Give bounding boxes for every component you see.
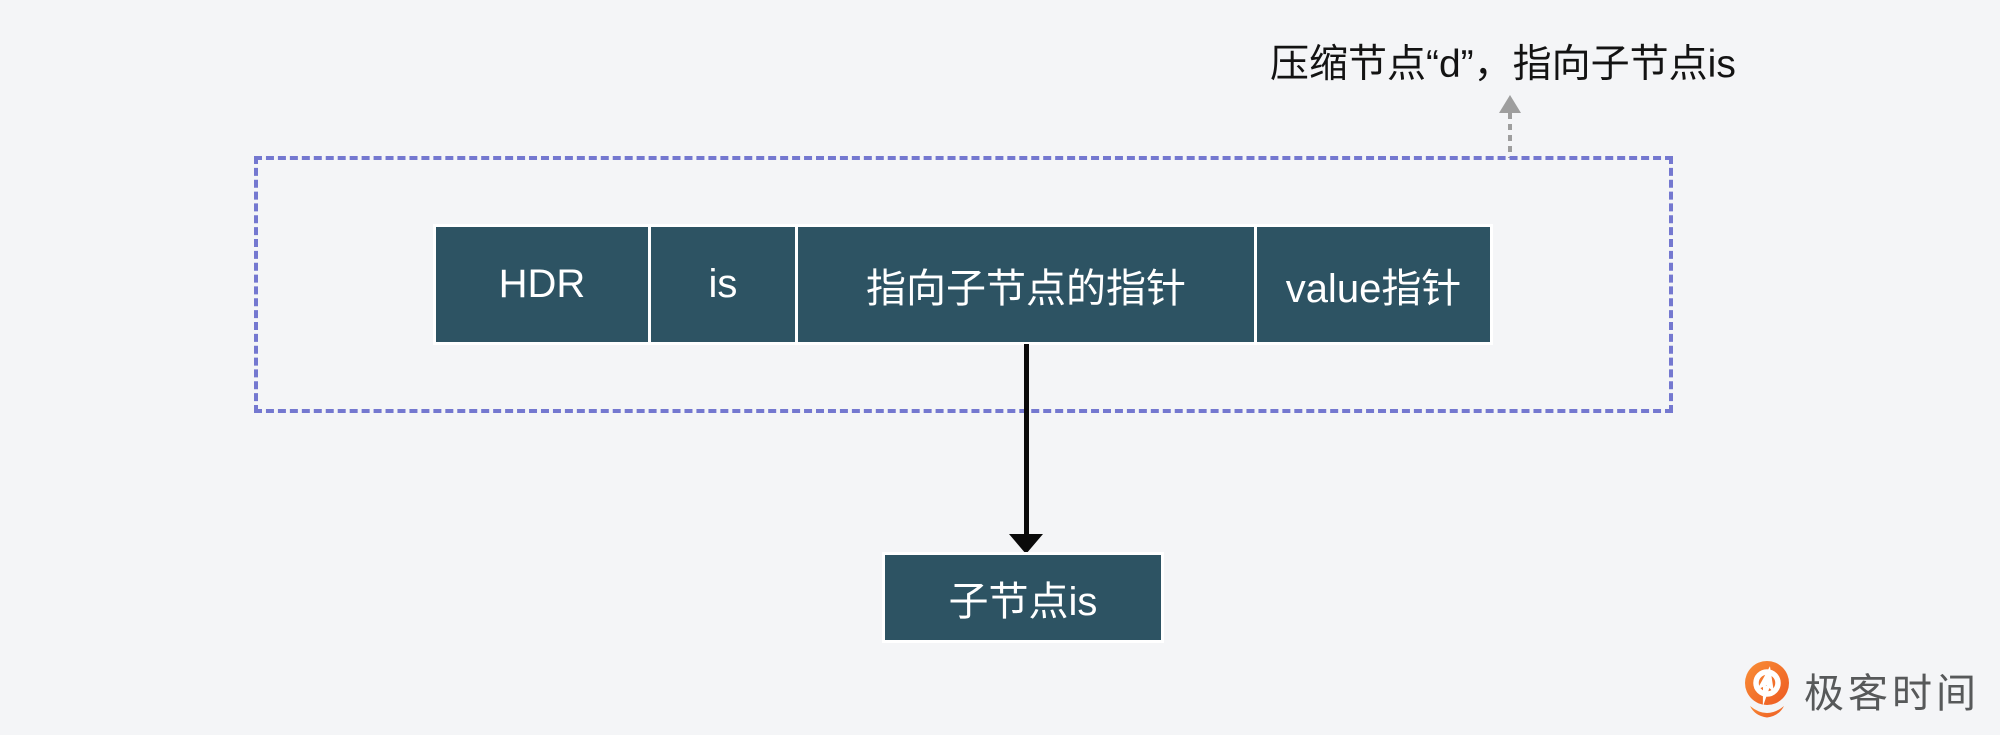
compressed-node-group-outline	[254, 156, 1673, 413]
node-cell-child-pointer: 指向子节点的指针	[798, 227, 1254, 342]
brand-name-label: 极客时间	[1804, 672, 1980, 716]
dotted-up-arrow-stem	[1508, 113, 1512, 158]
solid-down-arrow-icon	[1009, 534, 1043, 554]
node-cell-is: is	[651, 227, 795, 342]
solid-down-arrow-stem	[1024, 344, 1029, 534]
node-cell-row: HDR is 指向子节点的指针 value指针	[433, 224, 1493, 345]
annotation-label: 压缩节点“d”，指向子节点is	[1270, 43, 1736, 86]
geektime-logo-icon	[1745, 661, 1789, 718]
dotted-up-arrow-icon	[1499, 95, 1521, 113]
brand-watermark: 极客时间	[1742, 660, 1980, 720]
node-cell-hdr: HDR	[436, 227, 648, 342]
child-node-label: 子节点is	[948, 579, 1098, 624]
child-node-box: 子节点is	[882, 552, 1164, 643]
node-cell-value-pointer: value指针	[1257, 227, 1490, 342]
